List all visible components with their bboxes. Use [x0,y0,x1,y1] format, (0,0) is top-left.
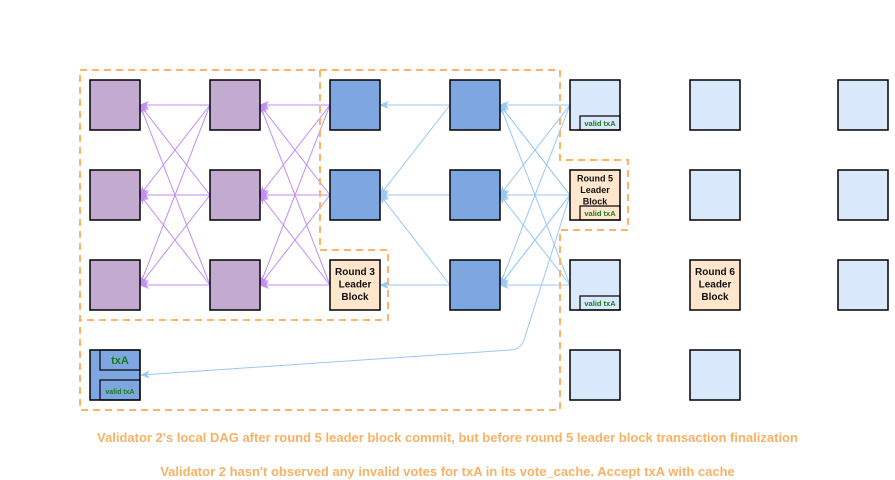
round6-block[interactable] [689,79,741,131]
reference-edge [259,104,331,286]
block-label-text: Round 3 [335,267,375,278]
round3-block[interactable] [329,169,381,221]
round1-block[interactable] [89,79,141,131]
caption-line-2: Validator 2 hasn't observed any invalid … [160,464,735,479]
round2-block[interactable] [209,169,261,221]
block-label-text: Block [701,292,729,303]
round2-block[interactable] [209,79,261,131]
txA-vote: valid txA [105,389,134,396]
block-label-text: Leader [699,280,732,291]
round2-block[interactable] [209,259,261,311]
reference-edge [139,194,211,286]
reference-edge [379,104,451,196]
reference-edge [139,104,211,196]
round5-block[interactable]: valid txA [569,79,621,131]
svg-text:valid txA: valid txA [584,209,616,218]
round3-block[interactable] [329,79,381,131]
round5-block[interactable]: valid txA [569,259,621,311]
block-label-text: Round 6 [695,267,735,278]
round7-block[interactable] [837,79,889,131]
valid-vote-badge: valid txA [579,295,621,311]
reference-edge [379,194,451,286]
round7-block[interactable] [837,259,889,311]
round4-block[interactable] [449,169,501,221]
valid-vote-badge: valid txA [579,205,621,221]
round7-block[interactable] [837,169,889,221]
round4-block[interactable] [449,259,501,311]
valid-vote-badge: valid txA [579,115,621,131]
reference-edge [259,194,331,286]
txA-title: txA [111,355,129,367]
block-label-text: Leader [339,280,372,291]
reference-edge [139,104,211,286]
txA-block[interactable]: txA valid txA [89,349,141,401]
round6-block[interactable] [689,349,741,401]
svg-text:valid txA: valid txA [584,119,616,128]
round5-block[interactable] [569,349,621,401]
round1-block[interactable] [89,169,141,221]
block-label-text: Block [341,292,369,303]
round6-block[interactable] [689,169,741,221]
reference-edge [499,194,571,286]
block-label-text: Block [583,197,609,207]
block-label-text: Round 5 [577,174,613,184]
round1-block[interactable] [89,259,141,311]
svg-text:valid txA: valid txA [584,299,616,308]
caption-line-1: Validator 2's local DAG after round 5 le… [97,430,798,445]
block-label-text: Leader [580,185,610,195]
reference-edge [499,104,571,196]
reference-edge [259,104,331,196]
committed-subdag-outline [79,69,629,411]
txA-reference-edge [140,194,571,379]
round3-subdag-outline [80,70,389,321]
round4-block[interactable] [449,79,501,131]
